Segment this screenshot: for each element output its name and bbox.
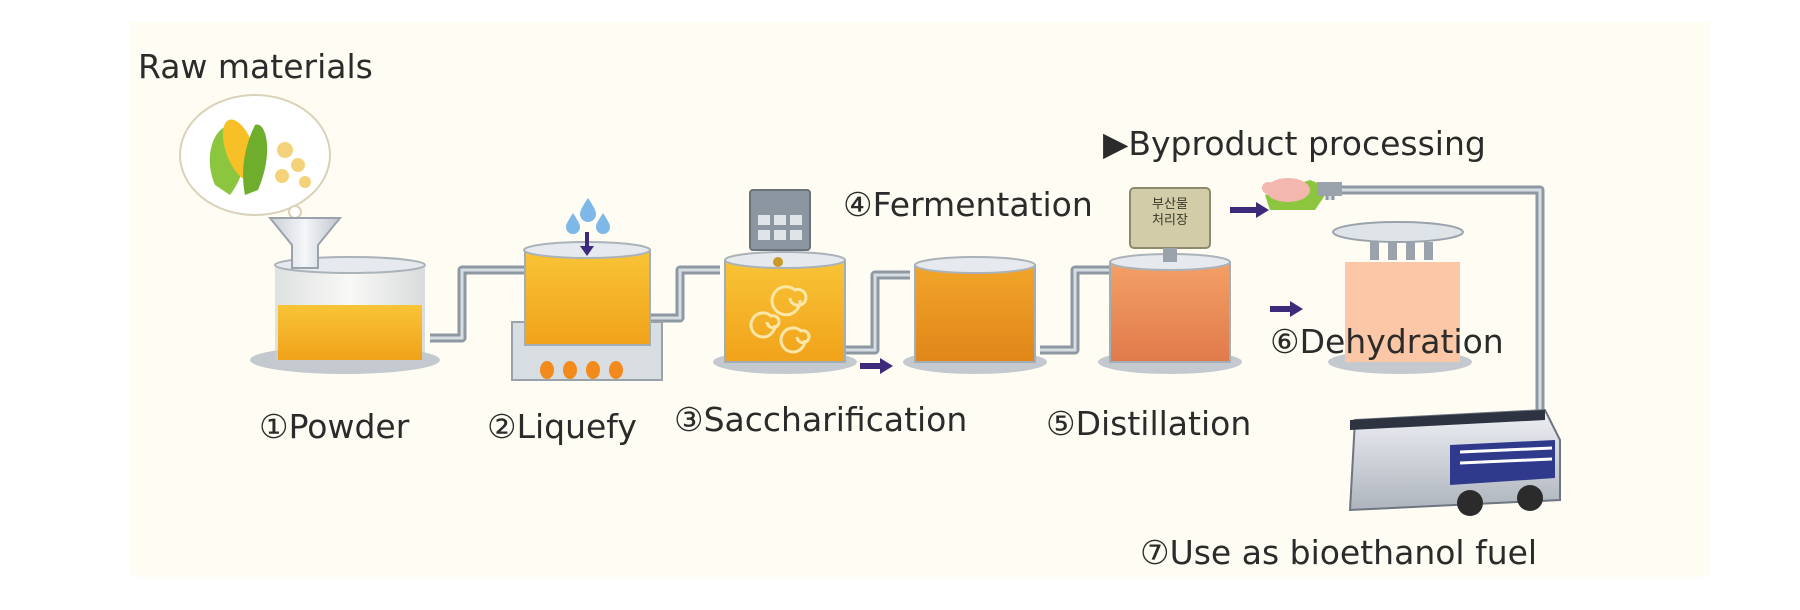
liquefy-label: ②Liquefy (487, 407, 637, 446)
bioethanol-fuel-label: ⑦Use as bioethanol fuel (1140, 533, 1538, 572)
saccharification-label: ③Saccharification (674, 400, 968, 439)
dehydration-tank (1317, 182, 1472, 374)
saccharification-tank (713, 189, 857, 374)
water-drop-icon (566, 198, 610, 234)
distillation-tank (1098, 187, 1242, 374)
liquefy-tank (511, 198, 663, 381)
distillation-label: ⑤Distillation (1046, 404, 1252, 443)
dehydration-label: ⑥Dehydration (1270, 322, 1504, 361)
pig-feed-icon (1262, 178, 1330, 210)
corn-raw-material-bubble (179, 94, 331, 219)
powder-label: ①Powder (259, 407, 410, 446)
byproduct-tank-sign: 부산물 처리장 (1152, 197, 1188, 228)
flame-icon (540, 361, 623, 379)
byproduct-processing-label: ▶Byproduct processing (1103, 124, 1486, 163)
flow-arrows (860, 202, 1303, 374)
fermentation-label: ④Fermentation (843, 185, 1093, 224)
bus-icon (1348, 408, 1561, 516)
raw-materials-label: Raw materials (138, 47, 373, 86)
fermentation-tank (903, 256, 1047, 374)
powder-tank (250, 217, 440, 374)
